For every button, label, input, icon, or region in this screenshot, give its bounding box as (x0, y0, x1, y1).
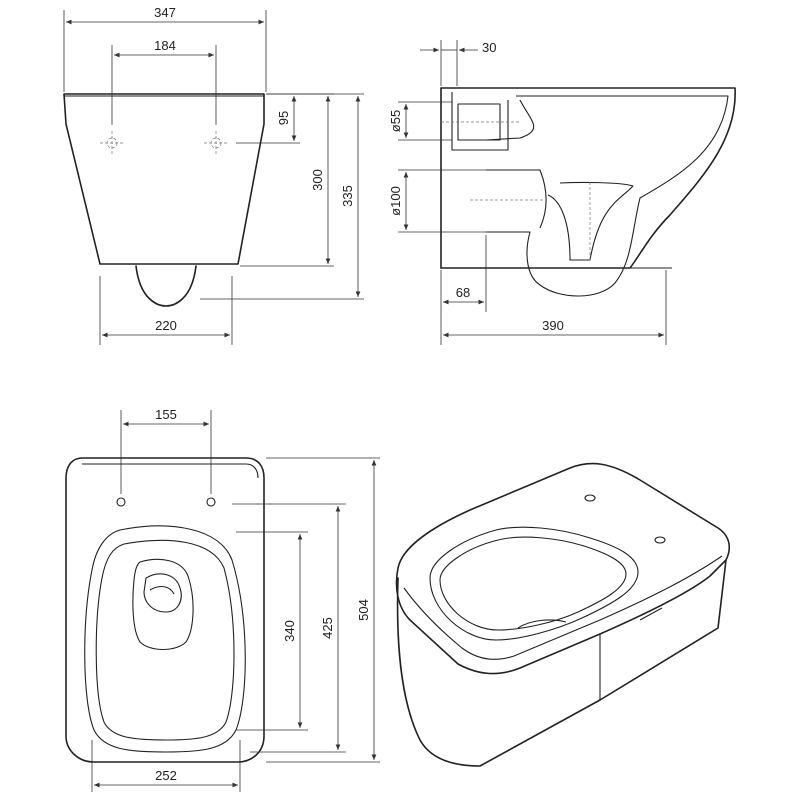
dim-top-len-425: 425 (320, 617, 335, 639)
front-left-mounting-hole-icon (100, 131, 124, 155)
dim-top-len-340: 340 (282, 620, 297, 642)
top-left-mounting-hole-icon (116, 497, 126, 507)
dim-front-height-335: 335 (340, 185, 355, 207)
dim-side-outlet-offset: 68 (456, 285, 470, 300)
dim-front-width: 347 (154, 5, 176, 20)
top-outer-rim (65, 457, 265, 763)
dim-front-height-300: 300 (310, 169, 325, 191)
dim-side-depth: 390 (542, 318, 564, 333)
dim-top-bowl-width: 252 (155, 768, 177, 783)
dim-side-pipe-55: ø55 (388, 110, 403, 132)
front-body-outline (63, 93, 265, 265)
perspective-left-mounting-hole-icon (584, 494, 596, 502)
front-view: 347 184 95 300 335 220 (63, 5, 364, 345)
dim-front-hole-height: 95 (276, 111, 291, 125)
dim-front-bottom-width: 220 (155, 318, 177, 333)
top-view: 155 340 425 504 252 (65, 407, 380, 792)
dim-top-hole-spacing: 155 (155, 407, 177, 422)
perspective-body (396, 559, 727, 767)
front-right-mounting-hole-icon (204, 131, 228, 155)
top-flush-opening (132, 558, 194, 651)
dim-side-offset: 30 (482, 40, 496, 55)
front-outlet-spigot (135, 265, 197, 307)
top-bowl-outline (84, 525, 246, 753)
perspective-view (395, 462, 731, 767)
perspective-right-mounting-hole-icon (654, 536, 666, 544)
perspective-rim (395, 462, 731, 675)
perspective-bowl-opening (429, 526, 639, 641)
side-section-view: 30 ø55 ø100 68 390 (388, 40, 736, 345)
top-right-mounting-hole-icon (206, 497, 216, 507)
dim-front-hole-spacing: 184 (154, 38, 176, 53)
dim-top-len-504: 504 (356, 599, 371, 621)
dim-side-pipe-100: ø100 (388, 186, 403, 216)
